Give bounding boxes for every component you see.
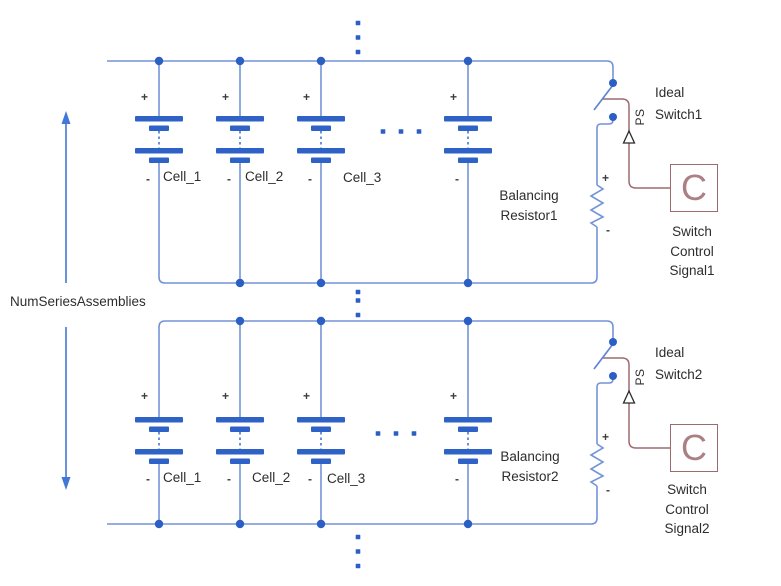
balancing-resistor-2-label: Balancing Resistor2 <box>500 449 560 484</box>
vertical-ellipsis-bottom <box>355 534 361 569</box>
switch-lever-1[interactable] <box>593 84 614 111</box>
junction-nodes-2 <box>154 316 617 529</box>
ideal-switch-1-label: Ideal Switch1 <box>655 85 703 122</box>
wire-bottom-bus-2[interactable] <box>107 486 598 525</box>
wire-cell-tops-1[interactable] <box>158 61 469 116</box>
switch-control-signal-block-1[interactable]: C <box>670 164 718 212</box>
battery-cell-1-2[interactable] <box>216 116 264 163</box>
battery-plus-terminal: + <box>222 90 230 104</box>
battery-cell-2-2[interactable] <box>216 417 264 464</box>
battery-minus-terminal: - <box>146 472 150 486</box>
resistor-zigzag-2[interactable] <box>589 443 605 487</box>
wire-top-bus-1[interactable] <box>107 60 614 83</box>
resistor-plus-terminal: + <box>602 430 610 444</box>
vertical-ellipsis-middle <box>355 289 361 318</box>
wire-switch-to-resistor-1[interactable] <box>596 119 614 185</box>
battery-minus-terminal: - <box>455 172 459 186</box>
horizontal-ellipsis-2 <box>375 431 417 436</box>
battery-minus-terminal: - <box>455 472 459 486</box>
battery-cell-1-3[interactable] <box>297 116 345 163</box>
battery-minus-terminal: - <box>146 172 150 186</box>
resistor-minus-terminal: - <box>606 483 610 497</box>
resistor-plus-terminal: + <box>602 171 610 185</box>
switch-control-signal-2-label: Switch Control Signal2 <box>664 482 710 536</box>
wire-cell-bottoms-1[interactable] <box>239 162 469 283</box>
wire-cell-bottoms-2[interactable] <box>158 463 469 524</box>
series-assembly-1 <box>107 56 670 288</box>
ideal-switch-2-label: Ideal Switch2 <box>655 345 703 382</box>
junction-nodes-1 <box>154 56 617 288</box>
wire-bottom-bus-1[interactable] <box>158 162 598 284</box>
battery-cell-2-1[interactable] <box>135 417 183 464</box>
switch-control-signal-block-2[interactable]: C <box>670 424 718 472</box>
cell-label-2-1: Cell_1 <box>163 470 202 485</box>
cell-label-1-1: Cell_1 <box>163 169 202 184</box>
battery-cell-2-3[interactable] <box>297 417 345 464</box>
num-series-arrow <box>61 111 71 490</box>
ps-direction-arrow-2 <box>622 389 636 404</box>
battery-plus-terminal: + <box>303 90 311 104</box>
num-series-assemblies-label: NumSeriesAssemblies <box>10 294 146 309</box>
wire-top-bus-2[interactable] <box>158 320 614 417</box>
battery-cell-1-1[interactable] <box>135 116 183 163</box>
battery-plus-terminal: + <box>303 389 311 403</box>
resistor-minus-terminal: - <box>606 223 610 237</box>
ps-direction-arrow-1 <box>622 129 636 144</box>
horizontal-ellipsis-1 <box>380 129 422 134</box>
vertical-ellipsis-top <box>355 20 361 55</box>
battery-minus-terminal: - <box>227 472 231 486</box>
cell-label-2-2: Cell_2 <box>252 470 291 485</box>
ps-port-label-1: PS <box>633 108 647 126</box>
cell-label-2-3: Cell_3 <box>327 471 366 486</box>
battery-minus-terminal: - <box>308 172 312 186</box>
wire-switch-to-resistor-2[interactable] <box>596 378 614 444</box>
cell-label-1-3: Cell_3 <box>343 170 382 185</box>
resistor-zigzag-1[interactable] <box>589 184 605 228</box>
battery-plus-terminal: + <box>141 90 149 104</box>
series-assembly-2 <box>107 316 670 529</box>
battery-plus-terminal: + <box>450 90 458 104</box>
battery-minus-terminal: - <box>308 472 312 486</box>
switch-lever-2[interactable] <box>593 343 614 370</box>
battery-plus-terminal: + <box>222 389 230 403</box>
wire-cell-tops-2[interactable] <box>239 321 469 417</box>
battery-minus-terminal: - <box>227 172 231 186</box>
constant-block-letter: C <box>681 167 707 208</box>
battery-plus-terminal: + <box>141 389 149 403</box>
cell-label-1-2: Cell_2 <box>245 169 284 184</box>
constant-block-letter: C <box>681 427 707 468</box>
battery-cell-1-n[interactable] <box>444 116 492 163</box>
switch-control-signal-1-label: Switch Control Signal1 <box>669 224 715 278</box>
battery-cell-2-n[interactable] <box>444 417 492 464</box>
battery-plus-terminal: + <box>450 389 458 403</box>
ps-port-label-2: PS <box>633 368 647 386</box>
balancing-resistor-1-label: Balancing Resistor1 <box>499 188 559 223</box>
